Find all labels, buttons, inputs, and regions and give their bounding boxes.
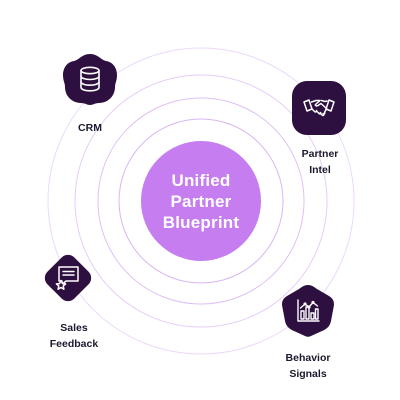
- hub-circle: Unified Partner Blueprint: [141, 141, 261, 261]
- partner-intel-node[interactable]: [291, 80, 347, 136]
- ring-3: [74, 74, 328, 328]
- crm-node[interactable]: [61, 52, 119, 106]
- sales-feedback-label: Sales Feedback: [49, 322, 99, 350]
- ring-2: [97, 97, 305, 305]
- partner-intel-node-shape: [292, 81, 346, 135]
- behavior-signals-node-shape: [282, 285, 334, 337]
- crm-label: CRM: [78, 122, 102, 134]
- database-icon: [78, 66, 102, 92]
- behavior-signals-node[interactable]: [280, 283, 336, 339]
- partner-intel-label: Partner Intel: [301, 148, 339, 176]
- chat-star-icon: [55, 265, 81, 291]
- handshake-icon: [303, 97, 335, 119]
- ring-1: [118, 118, 284, 284]
- sales-feedback-node-shape: [44, 254, 92, 302]
- hub-title: Unified Partner Blueprint: [162, 170, 240, 232]
- sales-feedback-node[interactable]: [36, 246, 100, 310]
- behavior-signals-label: Behavior Signals: [285, 352, 331, 380]
- ring-4: [47, 47, 355, 355]
- bar-chart-icon: [296, 299, 320, 323]
